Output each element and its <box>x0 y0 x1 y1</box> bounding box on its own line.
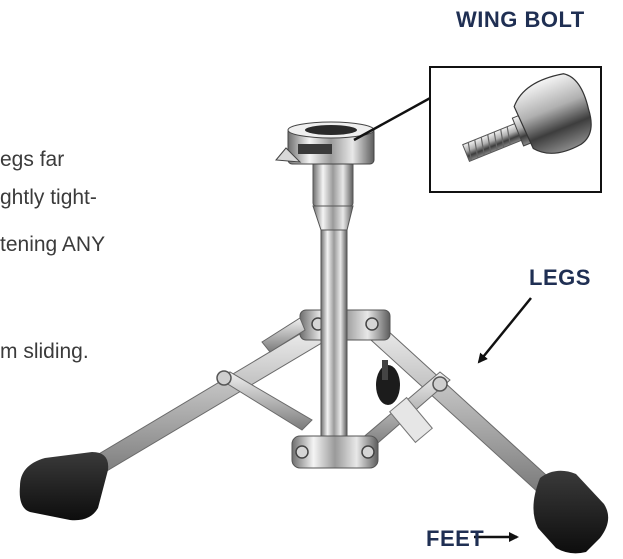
instruction-line-4: m sliding. <box>0 340 89 363</box>
top-clamp <box>275 121 375 165</box>
right-foot <box>533 470 609 554</box>
feet-label: FEET <box>426 526 485 551</box>
wing-bolt-label: WING BOLT <box>456 7 585 32</box>
legs-label: LEGS <box>529 265 591 290</box>
lower-leg-bracket <box>291 435 379 469</box>
left-leg <box>81 324 331 479</box>
back-leg-knob <box>376 360 400 405</box>
wing-bolt-inset <box>429 66 602 193</box>
instruction-line-1: egs far <box>0 148 65 171</box>
wing-bolt-icon <box>462 73 592 163</box>
left-foot <box>19 452 109 521</box>
legs-arrow <box>477 297 532 364</box>
instruction-line-3: tening ANY <box>0 233 106 256</box>
instruction-line-2: ghtly tight- <box>0 186 97 209</box>
center-tube <box>312 159 354 461</box>
right-leg <box>359 319 557 495</box>
